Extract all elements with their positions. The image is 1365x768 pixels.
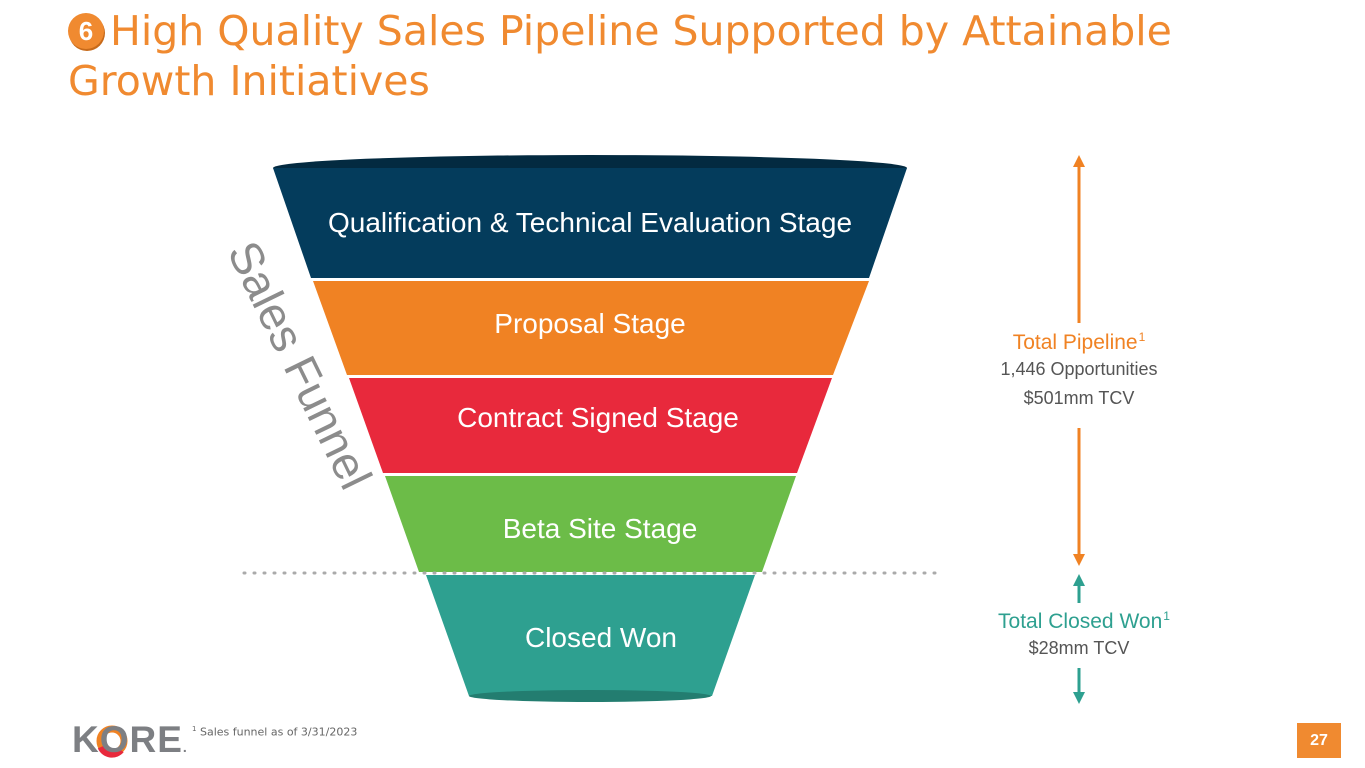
total-closed-won-block: Total Closed Won1 $28mm TCV	[964, 609, 1204, 663]
footnote: 1 Sales funnel as of 3/31/2023	[192, 725, 357, 739]
funnel-stage-contract-signed	[349, 378, 832, 473]
kore-logo: KORE.	[72, 720, 187, 760]
total-pipeline-title: Total Pipeline1	[959, 330, 1199, 355]
total-closed-won-title: Total Closed Won1	[964, 609, 1204, 634]
stage-label-beta-site: Beta Site Stage	[502, 513, 698, 544]
total-closed-won-footnote-marker: 1	[1163, 609, 1170, 623]
stage-label-contract-signed: Contract Signed Stage	[457, 402, 739, 433]
logo-ring-accent	[97, 745, 124, 758]
section-number-badge: 6	[68, 13, 104, 49]
page-number: 27	[1297, 723, 1341, 758]
total-closed-won-title-text: Total Closed Won	[998, 610, 1163, 633]
total-pipeline-block: Total Pipeline1 1,446 Opportunities $501…	[959, 330, 1199, 413]
pipeline-arrow-up-head	[1073, 155, 1085, 167]
total-pipeline-opportunities: 1,446 Opportunities	[1000, 359, 1158, 379]
funnel-bottom-ellipse	[469, 690, 711, 702]
closed-won-arrow-down-head	[1073, 692, 1085, 704]
stage-label-closed-won: Closed Won	[524, 622, 678, 653]
funnel-stage-proposal	[313, 281, 869, 375]
funnel-stage-beta-site	[385, 476, 796, 572]
footnote-marker: 1	[192, 725, 197, 733]
closed-won-arrow-up-head	[1073, 574, 1085, 586]
stage-label-qualification: Qualification & Technical Evaluation Sta…	[327, 207, 853, 238]
total-pipeline-title-text: Total Pipeline	[1012, 331, 1138, 354]
stage-label-proposal: Proposal Stage	[494, 308, 686, 339]
total-pipeline-tcv: $501mm TCV	[1023, 388, 1135, 408]
footnote-text: Sales funnel as of 3/31/2023	[199, 725, 358, 739]
funnel-stage-closed-won	[426, 575, 755, 696]
slide-title-text: High Quality Sales Pipeline Supported by…	[68, 7, 1172, 105]
total-pipeline-footnote-marker: 1	[1138, 330, 1146, 344]
pipeline-arrow-down-head	[1073, 554, 1085, 566]
kore-logo-text: KORE.	[72, 719, 187, 760]
funnel-stage-qualification	[273, 168, 907, 278]
total-closed-won-tcv: $28mm TCV	[1028, 638, 1130, 658]
